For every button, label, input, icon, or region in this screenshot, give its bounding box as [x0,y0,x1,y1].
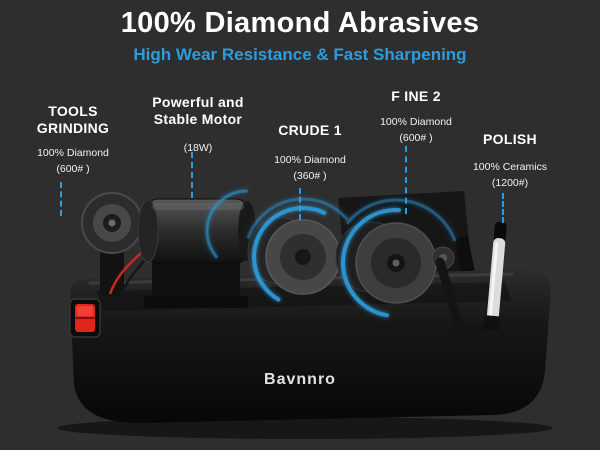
callout-polish: POLISH 100% Ceramics (1200#) [462,131,558,191]
leader-line-polish [502,193,504,223]
callout-polish-detail: 100% Ceramics (1200#) [472,160,548,189]
callout-crude-title: CRUDE 1 [278,122,342,138]
leader-line-crude [299,188,301,220]
polish-rod [448,222,507,336]
leader-line-tools-grinding [60,182,62,216]
fine-wheel [335,221,437,304]
leader-line-motor [191,152,193,198]
callout-fine-title: F INE 2 [391,88,441,104]
power-switch [69,298,101,338]
blue-glow-arcs [205,189,461,328]
motor [137,198,256,308]
callout-crude-detail: 100% Diamond (360# ) [274,153,346,182]
callout-tools-grinding: TOOLS GRINDING 100% Diamond (600# ) [18,103,128,178]
callout-motor-detail: (18W) [183,142,213,155]
callout-motor: Powerful and Stable Motor (18W) [136,94,260,156]
page-subtitle: High Wear Resistance & Fast Sharpening [133,45,467,64]
crude-wheel [247,217,341,295]
callout-fine-detail: 100% Diamond (600# ) [380,115,452,144]
tools-grinding-wheel [81,192,143,296]
page-title: 100% Diamond Abrasives [120,7,480,39]
callout-motor-title: Powerful and Stable Motor [152,94,244,127]
callout-crude: CRUDE 1 100% Diamond (360# ) [262,122,358,184]
floor-shadow [57,417,553,439]
leader-line-fine [405,146,407,214]
brand-label: Bavnnro [264,371,336,388]
callout-polish-title: POLISH [483,131,537,147]
callout-fine: F INE 2 100% Diamond (600# ) [368,88,464,146]
callout-tools-grinding-detail: 100% Diamond (600# ) [37,147,109,176]
callout-tools-grinding-title: TOOLS GRINDING [36,103,110,136]
